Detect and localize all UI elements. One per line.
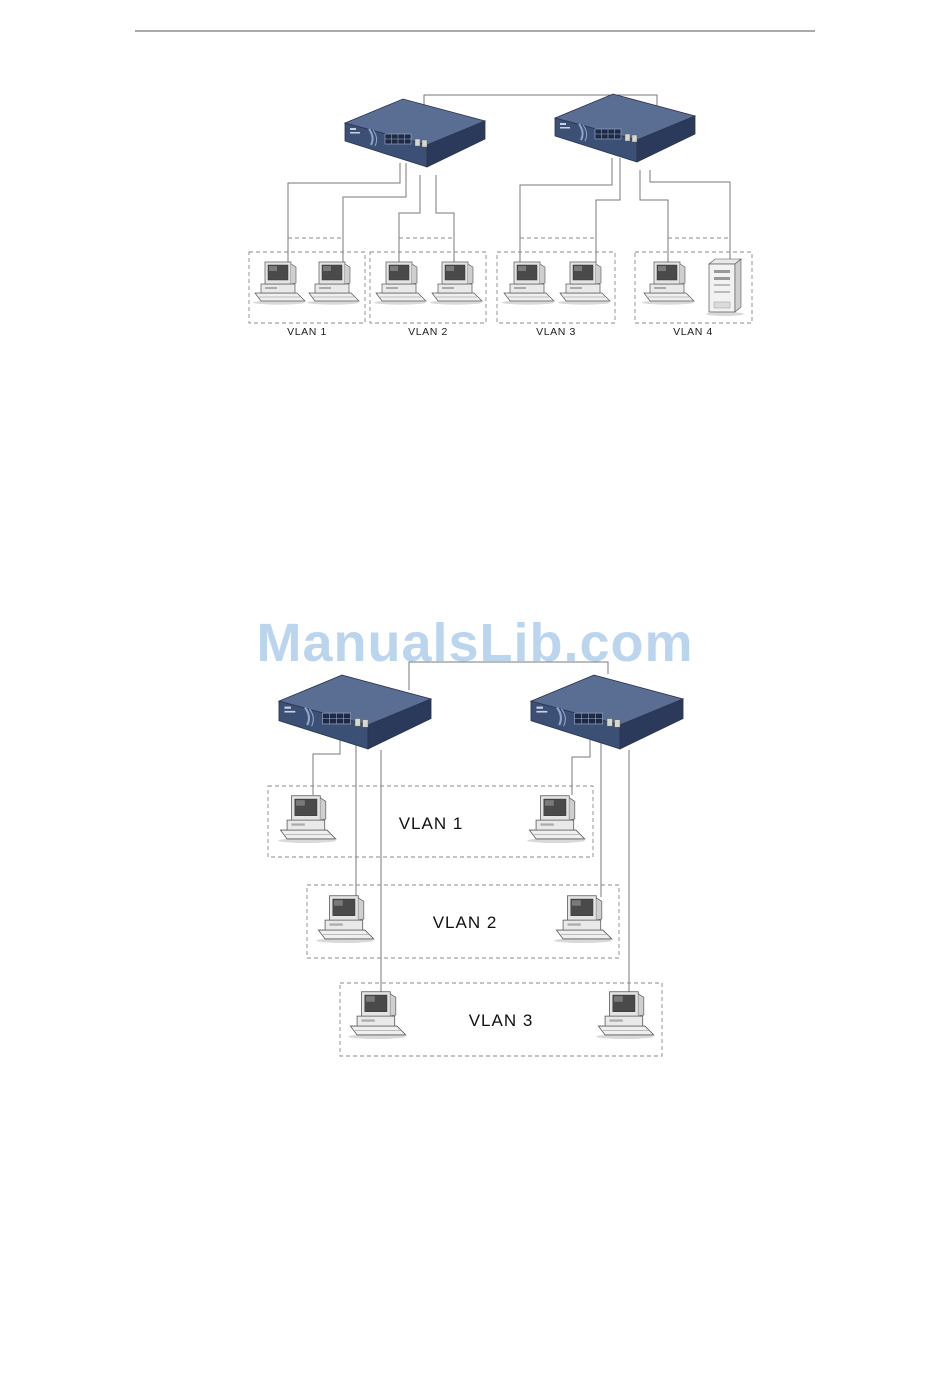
- desktop-pc-icon: [430, 262, 482, 305]
- desktop-pc-icon: [307, 262, 359, 305]
- desktop-pc-icon: [253, 262, 305, 305]
- desktop-pc-icon: [348, 992, 406, 1039]
- vlan-label: VLAN 3: [469, 1011, 534, 1030]
- switch-icon: [555, 94, 695, 162]
- vlan-label: VLAN 2: [433, 913, 498, 932]
- vlan-label: VLAN 4: [673, 326, 713, 338]
- cables: [313, 740, 629, 992]
- diagram-1: VLAN 1 VLAN 2 VLAN 3 VLAN 4: [249, 94, 752, 338]
- vlan-label: VLAN 3: [536, 326, 576, 338]
- desktop-pc-icon: [502, 262, 554, 305]
- vlan-label: VLAN 2: [408, 326, 448, 338]
- switch-icon: [279, 675, 431, 749]
- desktop-pc-icon: [278, 796, 336, 843]
- desktop-pc-icon: [554, 896, 612, 943]
- desktop-pc-icon: [374, 262, 426, 305]
- cables: [288, 158, 730, 262]
- server-tower-icon: [706, 259, 744, 316]
- vlan-label: VLAN 1: [287, 326, 327, 338]
- vlan-label: VLAN 1: [399, 814, 464, 833]
- desktop-pc-icon: [596, 992, 654, 1039]
- switch-icon: [345, 99, 485, 167]
- desktop-pc-icon: [642, 262, 694, 305]
- diagram-2: VLAN 1 VLAN 2 VLAN 3: [268, 662, 683, 1056]
- desktop-pc-icon: [316, 896, 374, 943]
- desktop-pc-icon: [527, 796, 585, 843]
- switch-icon: [531, 675, 683, 749]
- desktop-pc-icon: [558, 262, 610, 305]
